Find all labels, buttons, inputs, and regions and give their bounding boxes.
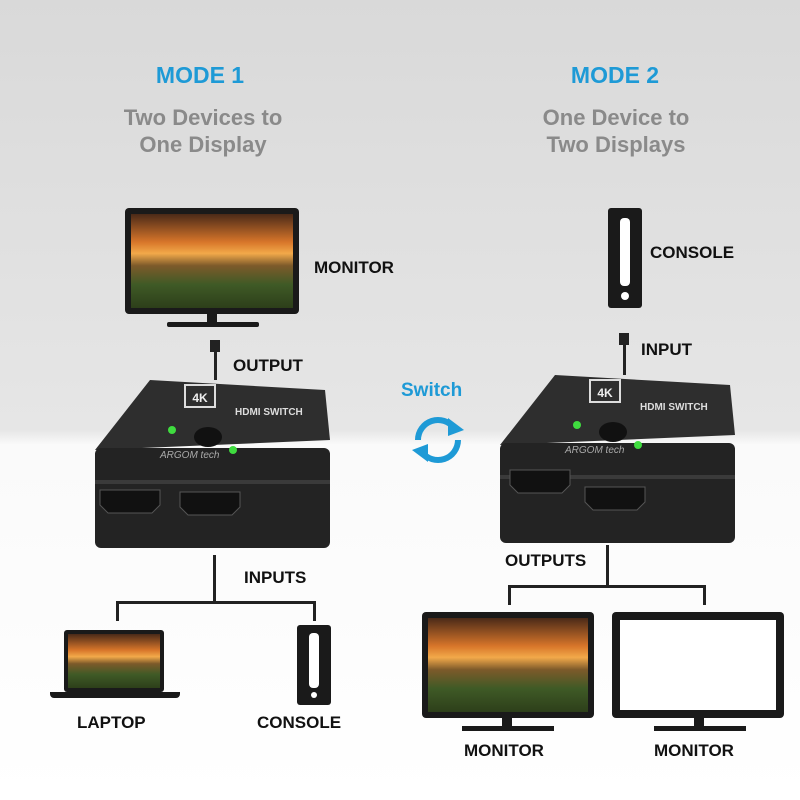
- mode2-input-label: INPUT: [641, 340, 692, 359]
- switch-label: Switch: [401, 380, 463, 401]
- mode2-console-label: CONSOLE: [650, 243, 735, 262]
- svg-text:HDMI SWITCH: HDMI SWITCH: [235, 407, 303, 418]
- refresh-arrows-icon: [412, 417, 464, 463]
- mode2-title: MODE 2: [570, 62, 660, 88]
- svg-text:ARGOM tech: ARGOM tech: [159, 450, 220, 461]
- console-icon: [608, 208, 642, 308]
- mode1-inputs-label: INPUTS: [244, 568, 307, 587]
- svg-text:HDMI SWITCH: HDMI SWITCH: [640, 402, 708, 413]
- mode1-monitor-label: MONITOR: [314, 258, 394, 277]
- laptop-label: LAPTOP: [77, 713, 146, 732]
- mode2-monitor1-label: MONITOR: [464, 741, 544, 760]
- laptop-icon: [64, 630, 164, 692]
- mode1-console-label: CONSOLE: [257, 713, 342, 732]
- mode2-subtitle-line1: One Device to: [542, 105, 690, 130]
- hdmi-switch-device-mode2: 4K HDMI SWITCH ARGOM tech: [500, 375, 735, 543]
- svg-text:ARGOM tech: ARGOM tech: [564, 445, 625, 456]
- mode1-subtitle-line1: Two Devices to: [123, 105, 283, 130]
- mode1-subtitle-line2: One Display: [139, 132, 267, 157]
- mode1-title: MODE 1: [155, 62, 245, 88]
- monitor-icon: [612, 612, 784, 718]
- hdmi-switch-device-mode1: 4K HDMI SWITCH ARGOM tech: [95, 380, 330, 548]
- monitor-icon: [422, 612, 594, 718]
- mode2-outputs-label: OUTPUTS: [505, 551, 587, 570]
- svg-text:4K: 4K: [192, 391, 208, 405]
- monitor-icon: [125, 208, 299, 314]
- console-icon: [297, 625, 331, 705]
- mode2-subtitle-line2: Two Displays: [546, 132, 686, 157]
- mode2-monitor2-label: MONITOR: [654, 741, 734, 760]
- svg-text:4K: 4K: [597, 386, 613, 400]
- mode1-output-label: OUTPUT: [233, 356, 303, 375]
